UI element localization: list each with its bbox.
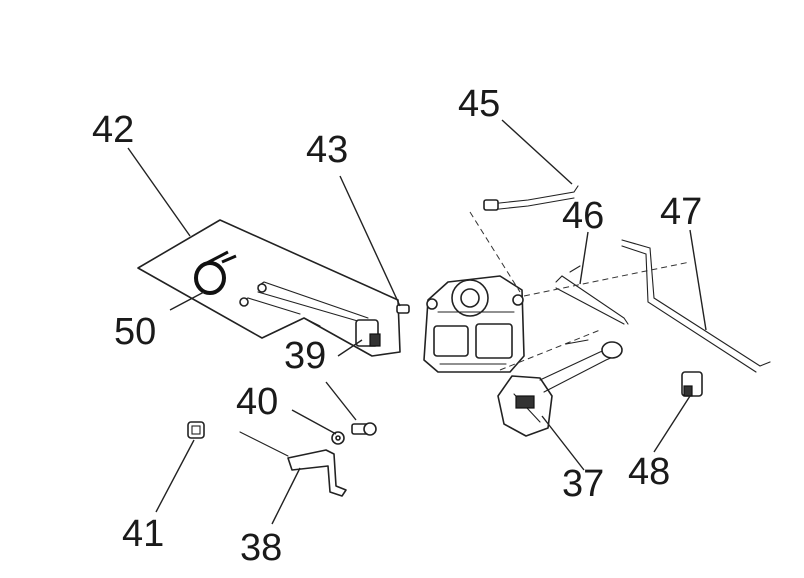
linkage-rods — [239, 281, 369, 325]
carburetor-body — [423, 275, 525, 373]
callout-45: 45 — [458, 83, 500, 125]
dashed-guide-37 — [499, 329, 601, 371]
callout-42: 42 — [92, 109, 134, 151]
screw — [351, 422, 377, 436]
part-37-governor-lever — [497, 339, 623, 437]
part-40-washer — [331, 431, 345, 445]
part-43-pin — [396, 304, 410, 314]
part-50-cable-clamp — [194, 250, 237, 295]
part-47-control-rod — [621, 239, 771, 373]
callout-40: 40 — [236, 381, 278, 423]
part-41-nut — [187, 421, 205, 439]
part-48-connector — [681, 371, 703, 397]
callout-48: 48 — [628, 451, 670, 493]
part-45-throttle-rod — [483, 185, 579, 211]
part-46-choke-link — [555, 265, 629, 325]
callout-50: 50 — [114, 311, 156, 353]
callout-41: 41 — [122, 513, 164, 555]
dashed-guide-45 — [469, 211, 521, 293]
callout-39: 39 — [284, 335, 326, 377]
dashed-guide-46 — [523, 261, 691, 297]
callout-47: 47 — [660, 191, 702, 233]
callout-38: 38 — [240, 527, 282, 569]
callout-37: 37 — [562, 463, 604, 505]
part-38-bent-lever — [239, 431, 347, 497]
part-42-bracket-panel — [137, 219, 401, 357]
leader-lines — [127, 119, 707, 525]
callout-43: 43 — [306, 129, 348, 171]
callout-numbers: 42 43 45 46 47 50 39 40 41 38 37 48 — [92, 83, 702, 569]
callout-46: 46 — [562, 195, 604, 237]
